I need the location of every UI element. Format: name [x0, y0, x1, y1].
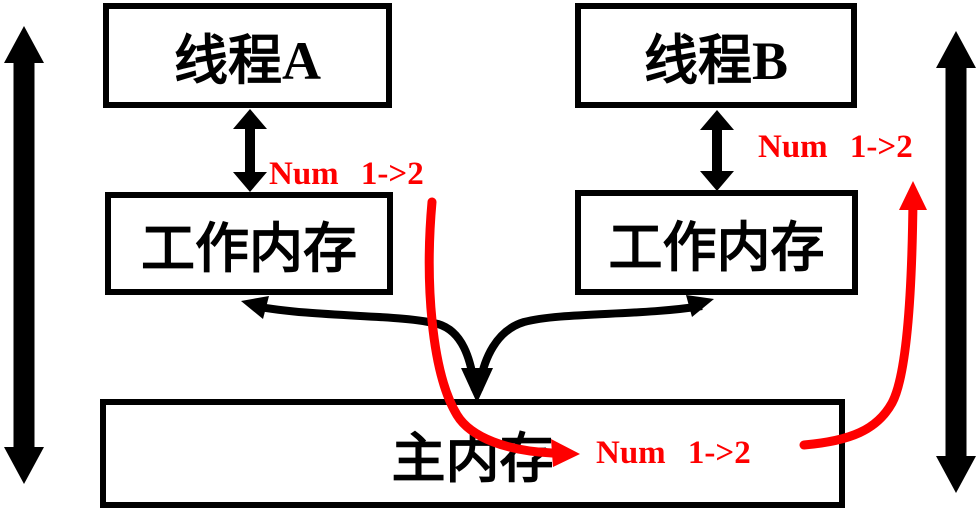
right-vertical-double-arrow-icon — [936, 31, 976, 493]
thread-a-box: 线程A — [103, 3, 392, 108]
thread-a-label: 线程A — [174, 31, 321, 91]
num-change-label-b: Num 1->2 — [758, 129, 913, 165]
working-memory-b-box: 工作内存 — [575, 190, 858, 295]
main-memory-label: 主内存 — [391, 427, 554, 490]
thread-b-working-memory-double-arrow-icon — [700, 110, 734, 191]
thread-b-box: 线程B — [575, 3, 857, 108]
thread-a-working-memory-double-arrow-icon — [233, 109, 267, 192]
left-vertical-double-arrow-icon — [4, 26, 44, 484]
working-memory-a-label: 工作内存 — [141, 217, 357, 280]
num-change-label-a: Num 1->2 — [269, 156, 424, 192]
working-memory-a-box: 工作内存 — [105, 192, 393, 295]
thread-b-label: 线程B — [643, 31, 789, 91]
working-memories-main-memory-y-connector-icon — [241, 295, 714, 403]
num-change-label-main: Num 1->2 — [596, 435, 751, 471]
working-memory-b-label: 工作内存 — [608, 216, 825, 279]
